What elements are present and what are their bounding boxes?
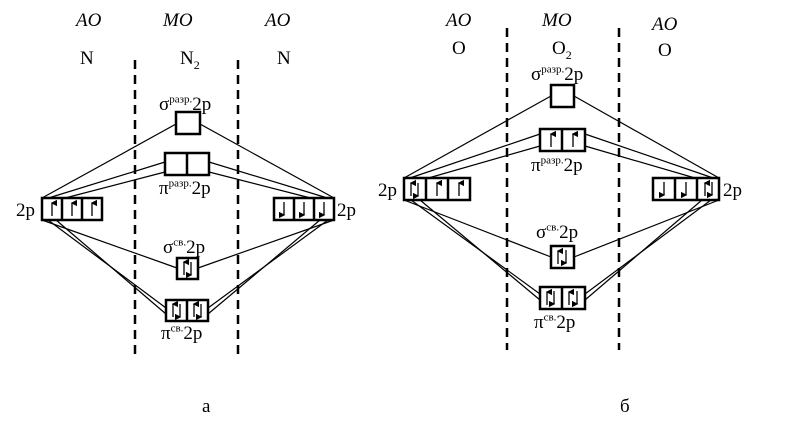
mo-box-b-sigma-anti [549, 83, 576, 109]
ao-level-label-right-a: 2p [337, 200, 356, 221]
caption-b: б [620, 396, 630, 417]
atom-label-right-a: N [277, 48, 291, 69]
mo-box-a-sigma-anti [174, 110, 202, 136]
atom-label-right-b: O [658, 40, 672, 61]
diagram-b [402, 28, 721, 350]
mo-label-a-sigma-anti: σразр.2p [159, 93, 212, 115]
mo-box-a-pi-bond [164, 298, 210, 323]
molecule-label-b: O2 [552, 38, 572, 62]
mo-label-b-pi-bond: πсв.2p [534, 311, 576, 333]
mo-label-a-sigma-bond: σсв.2p [163, 236, 206, 258]
mo-label-b-sigma-anti: σразр.2p [531, 63, 584, 85]
molecule-label-a: N2 [180, 48, 200, 72]
header-ao-right-a: AO [265, 10, 291, 31]
diagram-a [40, 60, 336, 358]
header-ao-right-b: AO [652, 14, 678, 35]
mo-label-b-sigma-bond: σсв.2p [536, 221, 579, 243]
mo-box-b-pi-bond [538, 285, 587, 311]
ao-box-a-right [272, 196, 336, 222]
mo-box-a-sigma-bond [175, 256, 200, 281]
ao-level-label-right-b: 2p [723, 180, 742, 201]
header-ao-left-a: AO [76, 10, 102, 31]
header-mo-a: MO [163, 10, 193, 31]
connection-lines-b [403, 95, 720, 301]
mo-box-b-pi-anti [538, 127, 587, 153]
atom-label-left-a: N [80, 48, 94, 69]
ao-level-label-left-a: 2p [16, 200, 35, 221]
ao-box-b-right [651, 176, 721, 202]
mo-box-b-sigma-bond [549, 244, 576, 270]
header-mo-b: MO [542, 10, 572, 31]
header-ao-left-b: AO [446, 10, 472, 31]
ao-level-label-left-b: 2p [378, 180, 397, 201]
mo-box-a-pi-anti [163, 151, 211, 177]
mo-label-b-pi-anti: πразр.2p [531, 154, 583, 176]
ao-box-a-left [40, 196, 104, 222]
mo-label-a-pi-bond: πсв.2p [161, 322, 203, 344]
mo-label-a-pi-anti: πразр.2p [159, 177, 211, 199]
caption-a: а [202, 396, 211, 417]
atom-label-left-b: O [452, 38, 466, 59]
ao-box-b-left [402, 176, 472, 202]
